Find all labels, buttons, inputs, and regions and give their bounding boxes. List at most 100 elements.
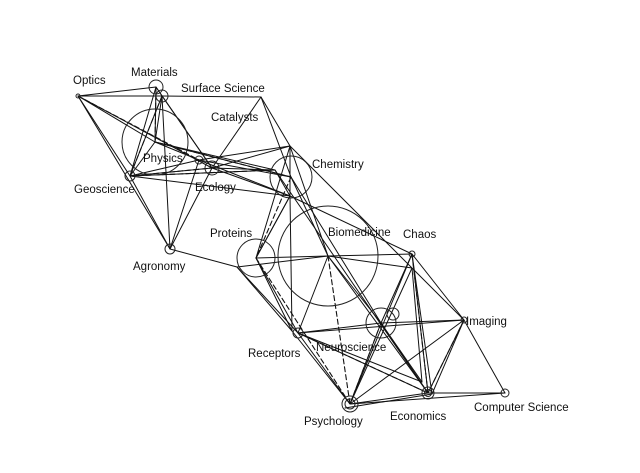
edge-chem-bottom-chaos [289,195,413,255]
node-label-proteins: Proteins [210,228,252,240]
node-circle-chaos [408,250,416,258]
edge-surface-science-physics [154,95,163,143]
node-label-catalysts: Catalysts [211,112,259,124]
node-circle-neuroscience [365,307,397,339]
edge-receptors-neuroscience [297,322,382,334]
node-circle-chemistry [269,155,313,199]
edge-catalysts-geoscience [129,159,200,177]
node-label-chemistry: Chemistry [312,159,364,171]
edge-prot-left-rec-left [236,266,293,332]
node-circle-surface-science [155,89,169,103]
dashed-edge-physics-chemistry [154,141,292,178]
node-circle-economics [421,386,435,400]
node-label-surface-science: Surface Science [181,83,265,95]
edge-chaos-imaging [411,253,465,321]
edge-chemistry-biomedicine [290,176,329,257]
node-circle-receptors [292,327,304,339]
edge-optics-materials [77,86,157,97]
node-circle-optics [75,93,81,99]
edge-optics-geoscience [77,95,131,177]
edge-imaging-computer-science [463,319,506,394]
node-inner-circle-neuroscience [386,307,400,321]
edge-catalysts-chemistry [198,159,292,178]
edge-chaos-psychology [349,253,413,405]
node-circle-psychology [341,395,359,413]
node-label-agronomy: Agronomy [133,261,186,273]
node-label-optics: Optics [73,75,106,87]
edge-biomedicine-chaos [327,253,413,257]
dashed-edge-neuroscience-psychology [349,322,382,405]
edge-receptors-psychology [297,332,351,405]
node-circle-physics [121,108,189,176]
edge-ecology-chem-bottom [211,167,291,197]
edge-surface-science-sci-corner [161,95,262,98]
dashed-edge-proteins-psychology [255,257,351,405]
edge-rec-left-chem-bottom [289,195,293,332]
edge-biomedicine-economics [327,255,429,394]
node-circle-agronomy [164,243,176,255]
edge-chem-top-imaging [289,145,465,321]
edge-chaos-econ-low [411,253,433,395]
edge-ecology-surface-science [161,95,213,169]
edge-psy-left-econ-low [344,393,433,409]
edge-receptors-econ-left [297,332,423,383]
edge-chemistry-neuroscience [290,176,382,324]
edge-prot-left-receptors [236,266,299,334]
edge-sci-corner-ecology [211,96,262,169]
dashed-edge-geoscience-ecology [129,167,213,177]
edge-proteins-rec-left [255,257,293,332]
dashed-edge-surface-science-geoscience [129,95,163,177]
node-label-physics: Physics [143,153,183,165]
node-label-ecology: Ecology [195,182,236,194]
edge-imaging-receptors [297,319,465,334]
edge-psychology-economics [349,392,429,405]
edge-ecology-chem-top [211,145,291,169]
node-circle-biomedicine [277,205,379,307]
edge-chaos-low-econ-left [411,267,423,383]
edge-optics-physics [77,95,156,143]
edge-materials-geoscience [129,86,157,177]
node-label-chaos: Chaos [403,229,436,241]
edge-rec-left-psychology [291,330,351,405]
edge-neuroscience-econ-left [380,322,423,383]
node-label-economics: Economics [390,411,446,423]
edge-proteins-receptors [255,257,299,334]
edge-ecology-agronomy [169,167,213,250]
dashed-edge-chaos-economics [411,253,429,394]
node-circle-geoscience [124,170,136,182]
edge-proteins-biomedicine [255,255,329,259]
node-label-computer-science: Computer Science [474,402,569,414]
edge-biomedicine-neuroscience [327,255,382,324]
node-circle-catalysts [194,155,204,165]
dashed-edge-chemistry-proteins [255,176,292,259]
node-circle-proteins [236,238,276,278]
dashed-edge-imaging-economics [427,319,465,394]
dashed-edge-receptors-economics [297,332,429,394]
edge-agronomy-prot-left [169,248,238,268]
edge-biomedicine-chaos-low [327,255,413,269]
dashed-edge-biomedicine-psychology [327,255,351,405]
node-label-geoscience: Geoscience [74,184,135,196]
edge-physics-geoscience [129,141,156,177]
edge-proteins-chem-bottom [255,195,291,259]
node-label-materials: Materials [131,67,178,79]
node-label-imaging: Imaging [466,316,507,328]
edge-catalysts-physics [154,141,200,161]
dashed-edge-optics-catalysts [77,95,200,161]
node-label-psychology: Psychology [304,416,363,428]
node-label-neuroscience: Neuroscience [316,342,386,354]
node-inner-circle-economics [424,389,432,397]
node-inner-circle-psychology [344,398,356,410]
edge-sci-corner-chem-top [260,96,291,147]
edge-geoscience-chem-bottom [129,175,291,197]
node-label-receptors: Receptors [248,348,301,360]
edge-catalysts-chem-top [198,145,291,161]
node-circles-layer [75,79,510,413]
node-circle-imaging [460,316,468,324]
edge-optics-agronomy [77,95,171,250]
edge-agronomy-geoscience [129,175,171,250]
edge-sci-corner-chemistry [260,96,292,178]
